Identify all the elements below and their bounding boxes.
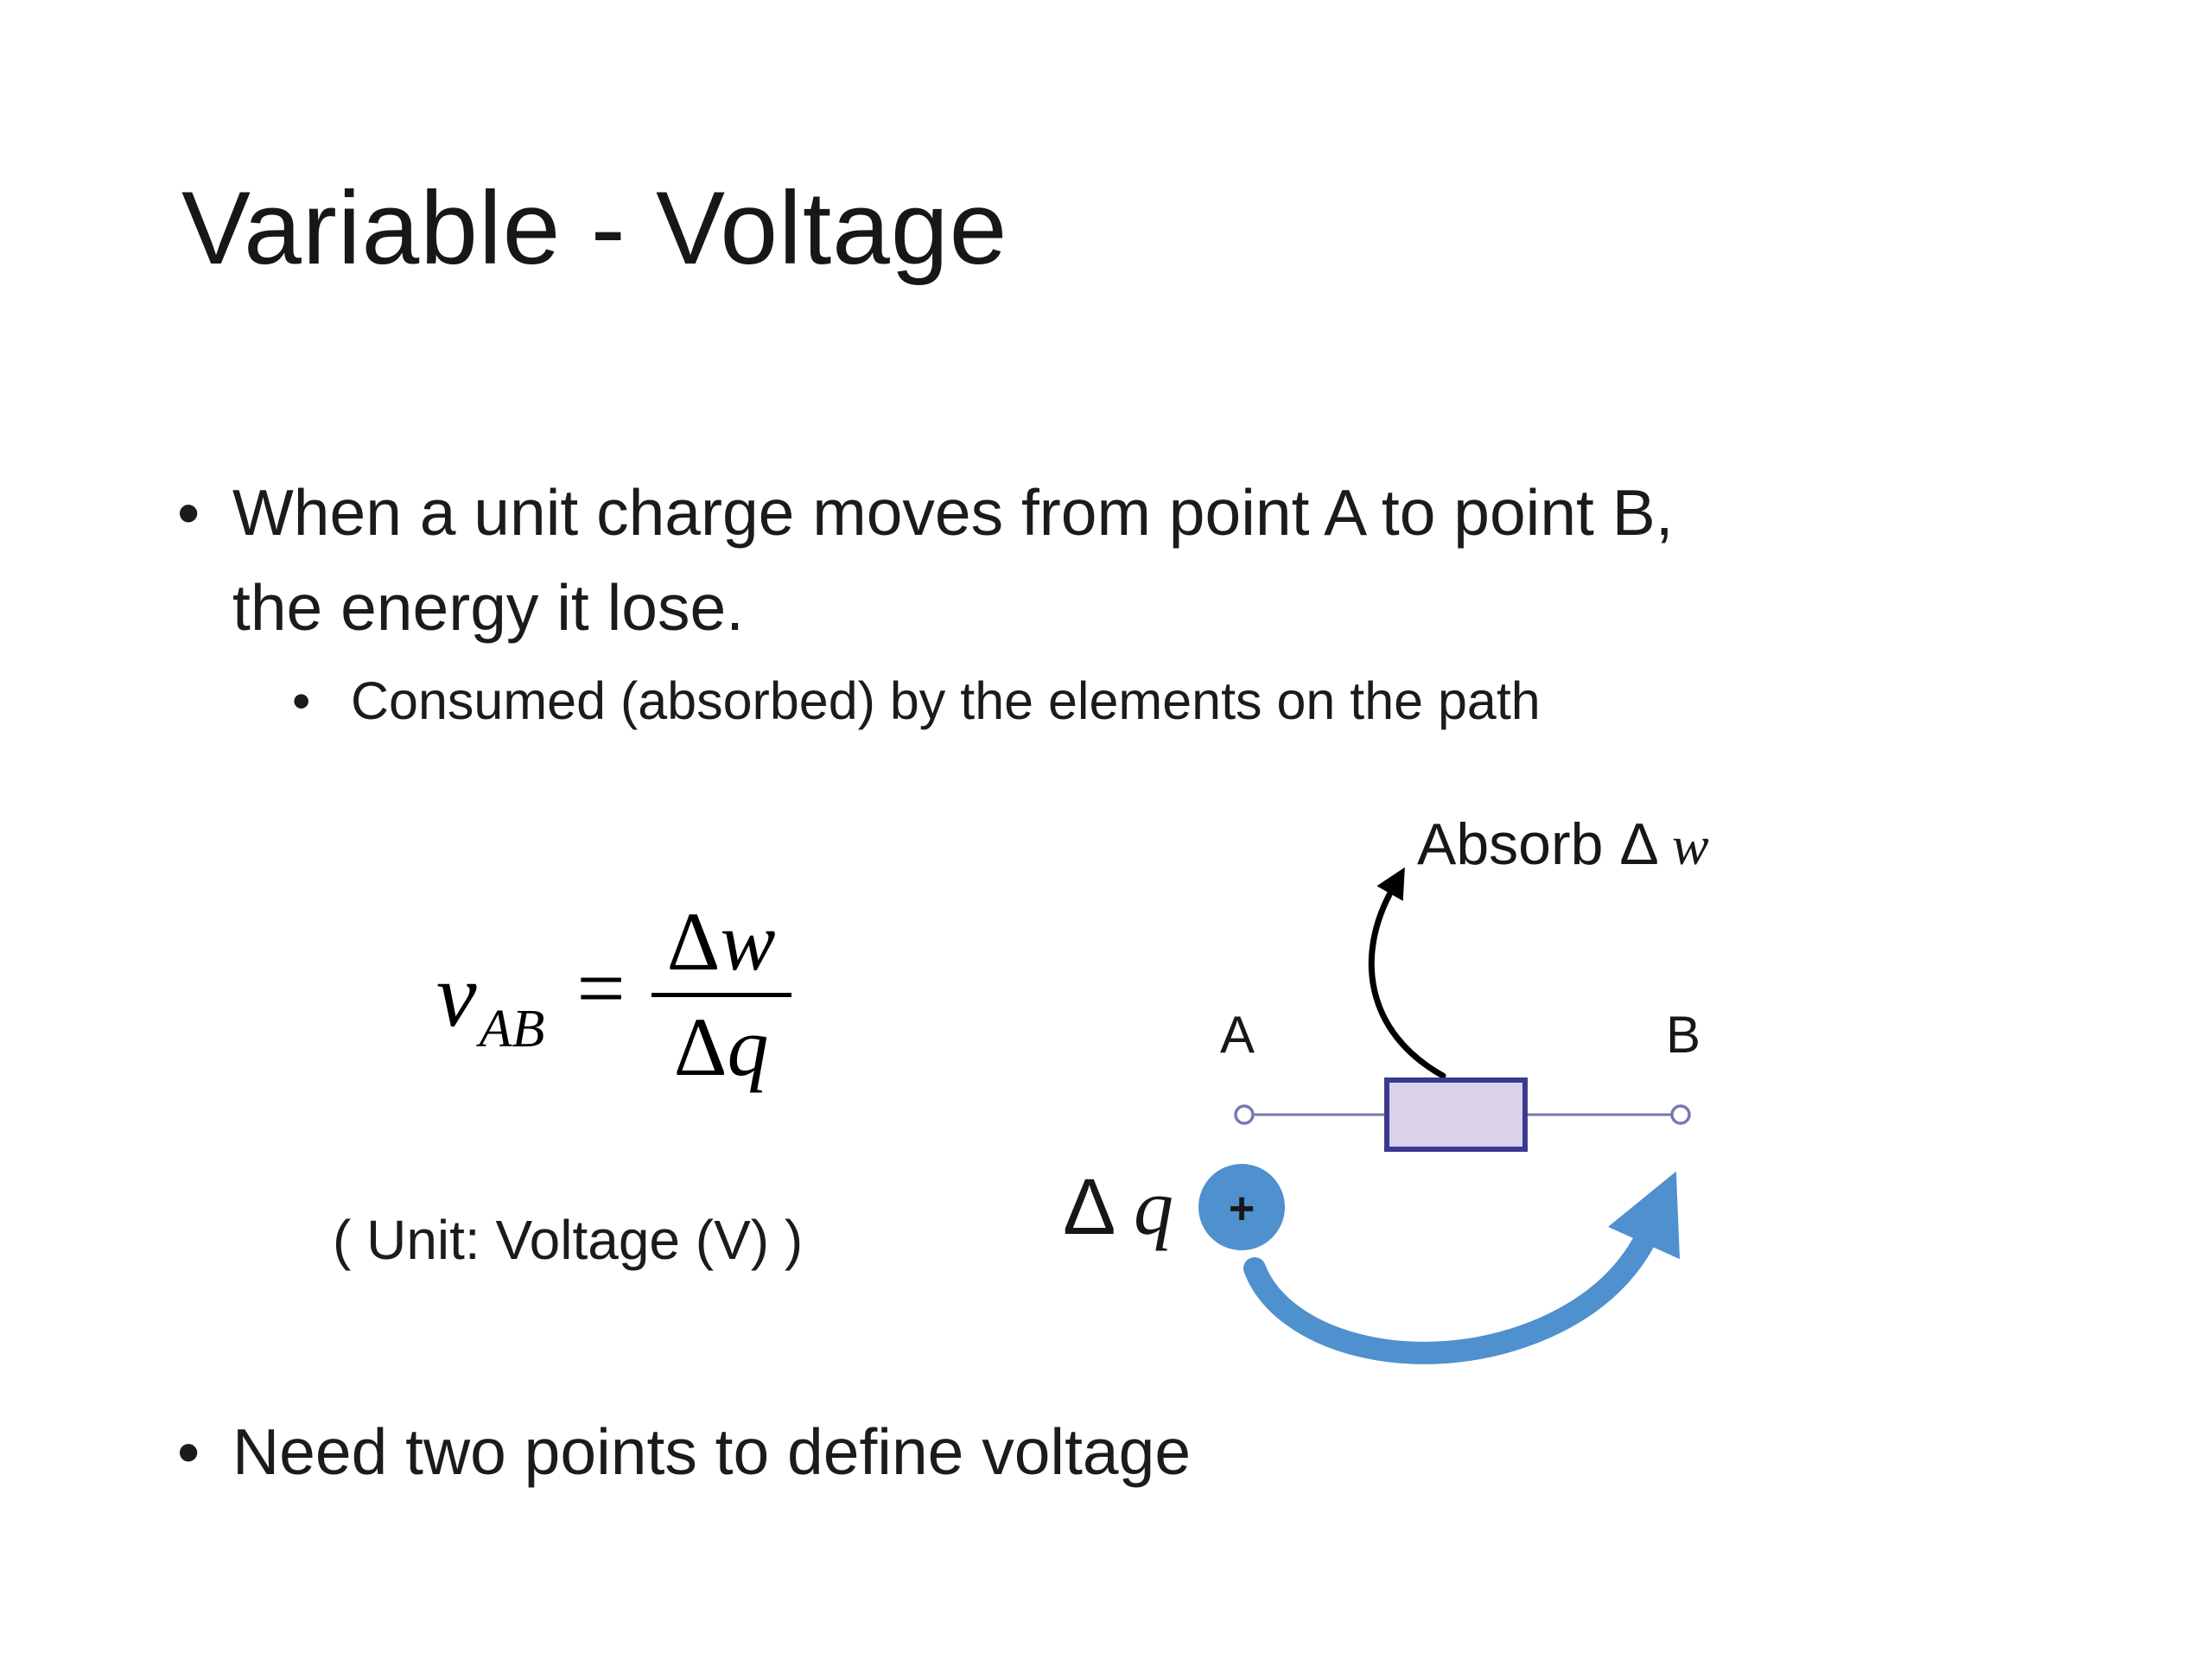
node-b-label: B (1666, 1006, 1700, 1064)
circuit-diagram: Absorb Δ w A B Δ q + (1063, 811, 1709, 1364)
bullet-1-line-2: the energy it lose. (232, 571, 745, 645)
fraction-bar (651, 992, 791, 997)
circuit-element (1384, 1077, 1528, 1152)
fraction-denominator: Δq (658, 1000, 785, 1093)
bullet-2-text: Need two points to define voltage (232, 1415, 1192, 1488)
bullet-marker: • (177, 1415, 200, 1488)
terminal-b (1670, 1104, 1691, 1125)
charge-path-arrow-icon (1243, 1171, 1681, 1364)
unit-note: ( Unit: Voltage (V) ) (333, 1209, 804, 1271)
slide-title: Variable - Voltage (181, 170, 1008, 286)
denominator-variable: q (727, 1000, 769, 1093)
delta-symbol: Δ (666, 895, 721, 988)
sub-bullet-1-text: Consumed (absorbed) by the elements on t… (351, 671, 1541, 730)
bullet-marker: • (177, 476, 200, 549)
absorb-delta: Δ (1619, 811, 1657, 877)
absorb-variable: w (1672, 815, 1709, 876)
numerator-variable: w (720, 895, 776, 988)
bullet-1-line-1: When a unit charge moves from point A to… (232, 476, 1674, 549)
sub-bullet-item-1: • Consumed (absorbed) by the elements on… (292, 667, 1541, 735)
charge-dot (1198, 1164, 1285, 1250)
charge-variable: q (1134, 1163, 1173, 1251)
bullet-marker: • (292, 671, 311, 730)
bullet-1-text: When a unit charge moves from point A to… (232, 465, 1674, 656)
charge-delta: Δ (1063, 1163, 1114, 1251)
equals-sign: = (576, 939, 626, 1036)
delta-symbol: Δ (673, 1000, 728, 1093)
plus-sign: + (1229, 1184, 1255, 1234)
bullet-item-1: • When a unit charge moves from point A … (177, 465, 1674, 656)
bullet-item-2: • Need two points to define voltage (177, 1407, 1191, 1497)
node-a-label: A (1220, 1006, 1255, 1064)
absorb-label: Absorb Δ w (1417, 811, 1709, 877)
absorb-word: Absorb (1417, 811, 1603, 877)
terminal-a (1234, 1104, 1255, 1125)
formula-variable: v (436, 944, 477, 1046)
fraction-numerator: Δw (652, 898, 791, 986)
voltage-formula: v AB = Δw Δq (436, 898, 791, 1093)
fraction: Δw Δq (651, 898, 791, 1093)
charge-label: Δ q (1063, 1163, 1173, 1251)
absorb-arrow-icon (1368, 867, 1446, 1079)
formula-subscript: AB (479, 1000, 545, 1059)
